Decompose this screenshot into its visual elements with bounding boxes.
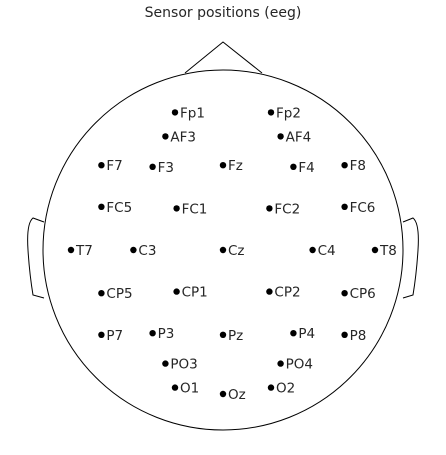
sensor-label-cp2: CP2 — [274, 285, 300, 301]
sensor-label-p3: P3 — [158, 326, 175, 342]
sensor-label-cz: Cz — [228, 243, 245, 259]
sensor-marker-p3 — [149, 330, 156, 337]
sensor-marker-o2 — [267, 384, 275, 391]
sensor-marker-f8 — [341, 162, 348, 169]
sensor-marker-af4 — [277, 133, 284, 140]
sensor-marker-fc1 — [173, 205, 180, 212]
sensor-label-p8: P8 — [350, 328, 367, 344]
sensor-marker-c4 — [309, 246, 316, 254]
sensor-marker-p7 — [98, 331, 105, 338]
head-right-ear — [402, 217, 419, 299]
sensor-label-t8: T8 — [379, 243, 397, 259]
head-left-ear — [27, 217, 45, 299]
sensor-label-po4: PO4 — [286, 357, 313, 373]
sensor-marker-cp1 — [173, 288, 180, 295]
sensor-label-fc2: FC2 — [274, 201, 300, 217]
head-nose — [184, 41, 263, 74]
sensor-label-af4: AF4 — [286, 129, 312, 145]
sensor-marker-p4 — [290, 330, 297, 337]
sensor-label-p4: P4 — [298, 326, 315, 342]
sensor-label-c3: C3 — [138, 243, 156, 259]
sensor-label-fc6: FC6 — [350, 200, 376, 216]
sensor-label-o2: O2 — [276, 381, 295, 397]
sensor-label-fc1: FC1 — [182, 201, 208, 217]
sensor-label-fc5: FC5 — [106, 200, 132, 216]
sensor-marker-cz — [219, 246, 227, 254]
sensor-marker-pz — [219, 331, 227, 338]
sensor-label-cp1: CP1 — [182, 285, 208, 301]
sensor-marker-t8 — [371, 246, 379, 254]
sensor-label-p7: P7 — [106, 328, 123, 344]
sensor-label-t7: T7 — [75, 243, 93, 259]
sensor-marker-af3 — [162, 133, 169, 140]
sensor-marker-cp5 — [98, 290, 105, 297]
head-outline — [42, 69, 404, 431]
sensor-marker-c3 — [130, 246, 137, 254]
sensor-label-f8: F8 — [350, 158, 366, 174]
sensor-label-pz: Pz — [228, 328, 243, 344]
sensor-label-c4: C4 — [318, 243, 336, 259]
sensor-marker-fc2 — [266, 205, 273, 212]
sensor-label-po3: PO3 — [170, 357, 197, 373]
sensor-label-fp1: Fp1 — [180, 105, 205, 121]
sensor-marker-cp6 — [341, 290, 348, 297]
sensor-marker-oz — [219, 390, 227, 398]
sensor-label-oz: Oz — [228, 387, 246, 403]
sensor-marker-o1 — [171, 384, 179, 391]
sensor-label-f7: F7 — [106, 158, 122, 174]
sensor-marker-fp2 — [267, 109, 275, 116]
sensor-label-af3: AF3 — [170, 129, 196, 145]
sensor-marker-po3 — [162, 360, 169, 367]
sensor-label-f3: F3 — [158, 160, 174, 176]
sensor-marker-f4 — [290, 163, 297, 170]
sensor-marker-po4 — [277, 360, 284, 367]
sensor-marker-fc6 — [341, 203, 348, 210]
sensor-marker-f3 — [149, 163, 156, 170]
sensor-marker-fz — [219, 162, 227, 169]
sensor-label-cp5: CP5 — [106, 286, 132, 302]
sensor-marker-t7 — [67, 246, 75, 254]
sensor-marker-p8 — [341, 331, 348, 338]
sensor-marker-fp1 — [171, 109, 179, 116]
sensor-label-cp6: CP6 — [350, 286, 376, 302]
sensor-label-f4: F4 — [298, 160, 314, 176]
sensor-marker-f7 — [98, 162, 105, 169]
sensor-label-fp2: Fp2 — [276, 105, 301, 121]
sensor-marker-cp2 — [266, 288, 273, 295]
sensor-label-fz: Fz — [228, 158, 243, 174]
sensor-marker-fc5 — [98, 203, 105, 210]
sensor-label-o1: O1 — [180, 381, 199, 397]
chart-title: Sensor positions (eeg) — [144, 5, 302, 21]
